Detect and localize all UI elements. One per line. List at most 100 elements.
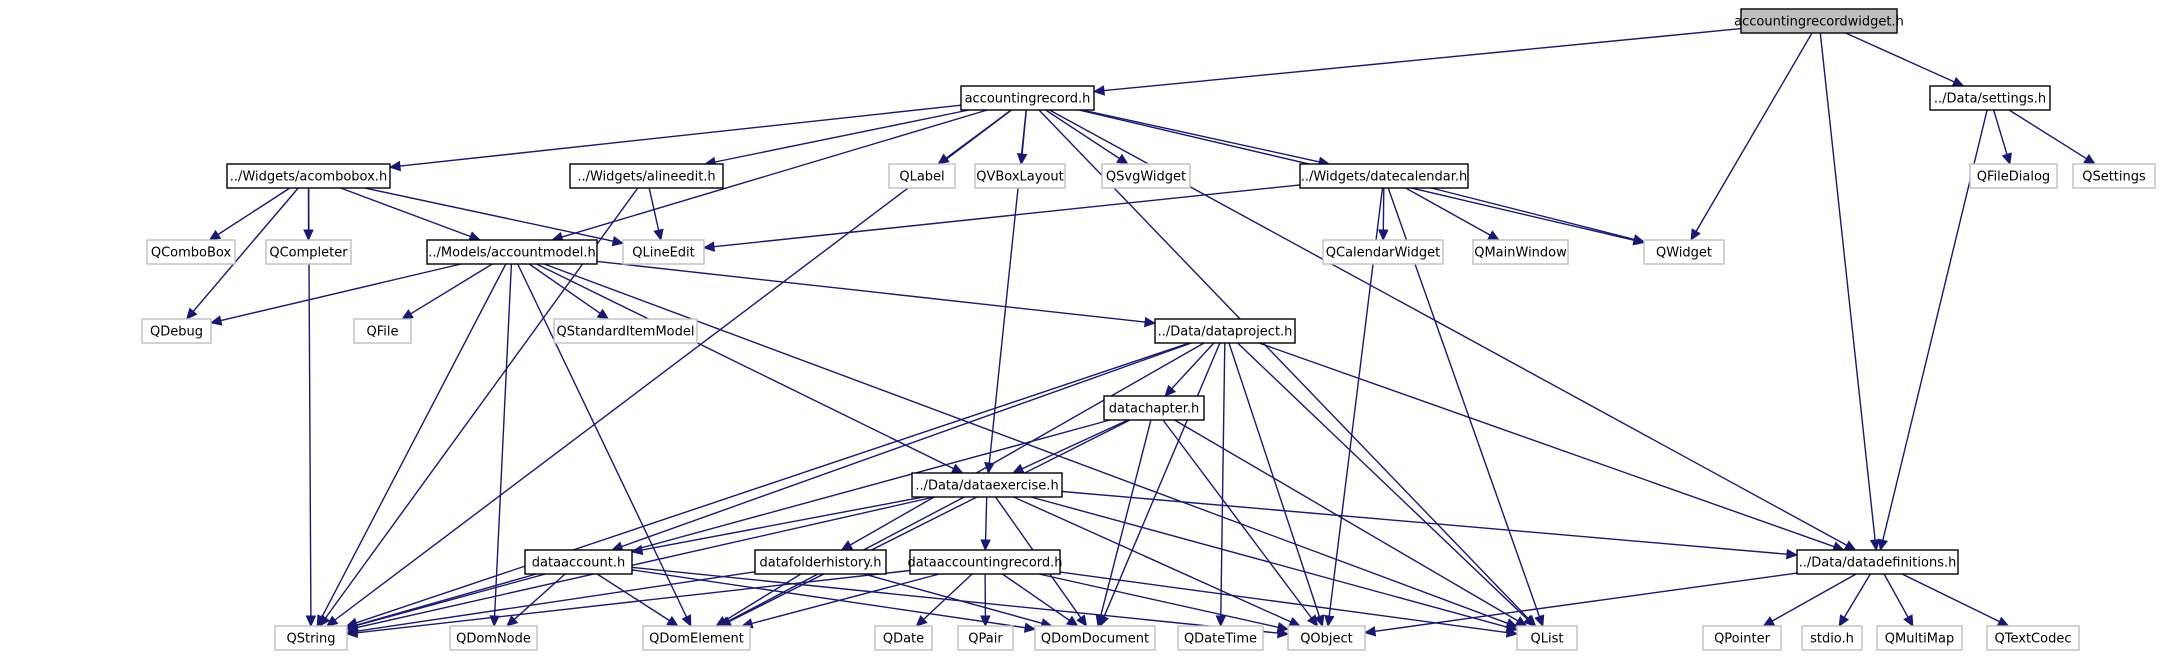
node-qpointer: QPointer bbox=[1702, 625, 1782, 651]
edge-data_dataproject_h-to-qobject bbox=[1228, 342, 1325, 628]
node-label: QPair bbox=[968, 632, 1003, 647]
edge-accountingrecordwidget_h-to-data_settings_h bbox=[1845, 32, 1965, 87]
edge-accountingrecordwidget_h-to-qwidget bbox=[1690, 32, 1813, 242]
node-label: accountingrecord.h bbox=[965, 92, 1091, 107]
node-label: QStandardItemModel bbox=[557, 325, 695, 340]
edge-dataaccount_h-to-qdomdocument bbox=[631, 569, 1037, 633]
node-label: QSettings bbox=[2082, 170, 2146, 185]
node-widgets-alineedit-h[interactable]: ../Widgets/alineedit.h bbox=[569, 163, 724, 189]
edge-accountingrecord_h-to-qstring bbox=[325, 109, 1013, 627]
edge-datafolderhistory_h-to-qdomelement bbox=[715, 573, 802, 627]
edge-widgets_datecalendar_h-to-qwidget bbox=[1431, 187, 1646, 245]
edge-dataaccountingrecord_h-to-qdomdocument bbox=[1002, 573, 1079, 627]
node-stdio-h: stdio.h bbox=[1801, 625, 1863, 651]
node-datachapter-h[interactable]: datachapter.h bbox=[1103, 395, 1205, 421]
node-qfiledialog: QFileDialog bbox=[1969, 163, 2058, 189]
node-qcombobox: QComboBox bbox=[146, 239, 236, 265]
node-label: stdio.h bbox=[1810, 632, 1854, 647]
node-label: QObject bbox=[1300, 632, 1353, 647]
edge-dataaccountingrecord_h-to-qdate bbox=[915, 573, 973, 627]
node-dataaccount-h[interactable]: dataaccount.h bbox=[524, 549, 633, 575]
node-qdatetime: QDateTime bbox=[1177, 625, 1264, 651]
edge-dataaccountingrecord_h-to-qlist bbox=[1059, 571, 1519, 638]
node-label: QDebug bbox=[150, 325, 203, 340]
node-label: QFile bbox=[367, 325, 399, 340]
edge-widgets_acombobox_h-to-qlineedit bbox=[364, 187, 625, 247]
edge-dataaccount_h-to-qdomelement bbox=[596, 573, 679, 627]
node-label: QLabel bbox=[899, 170, 944, 185]
node-label: datafolderhistory.h bbox=[759, 556, 881, 571]
node-label: dataaccount.h bbox=[532, 556, 625, 571]
edge-accountingrecord_h-to-widgets_acombobox_h bbox=[388, 104, 962, 172]
node-qcalendarwidget: QCalendarWidget bbox=[1322, 239, 1444, 265]
node-accountingrecord-h[interactable]: accountingrecord.h bbox=[960, 85, 1095, 111]
edge-data_dataproject_h-to-datachapter_h bbox=[1164, 342, 1215, 397]
node-label: QWidget bbox=[1656, 246, 1712, 261]
node-qfile: QFile bbox=[353, 318, 412, 344]
node-label: ../Widgets/alineedit.h bbox=[577, 170, 715, 185]
edge-dataaccountingrecord_h-to-qobject bbox=[1038, 573, 1290, 633]
node-label: ../Data/dataexercise.h bbox=[915, 479, 1058, 494]
node-label: QLineEdit bbox=[632, 246, 695, 261]
node-label: ../Data/settings.h bbox=[1934, 92, 2046, 107]
edge-models_accountmodel_h-to-qfile bbox=[401, 263, 493, 320]
edge-data_dataexercise_h-to-dataaccount_h bbox=[630, 496, 924, 556]
edge-data_datadefinitions_h-to-qobject bbox=[1363, 572, 1798, 637]
node-qvboxlayout: QVBoxLayout bbox=[974, 163, 1066, 189]
edge-datachapter_h-to-data_dataexercise_h bbox=[1011, 419, 1129, 474]
node-qdomelement: QDomElement bbox=[642, 625, 751, 651]
edge-data_settings_h-to-qfiledialog bbox=[1992, 109, 2012, 166]
node-label: QList bbox=[1531, 632, 1564, 647]
node-qstandarditemmodel: QStandardItemModel bbox=[553, 318, 698, 344]
edge-dataaccountingrecord_h-to-qstring bbox=[345, 569, 911, 639]
node-widgets-acombobox-h[interactable]: ../Widgets/acombobox.h bbox=[226, 163, 391, 189]
node-qsvgwidget: QSvgWidget bbox=[1101, 163, 1191, 189]
node-qmultimap: QMultiMap bbox=[1876, 625, 1963, 651]
node-models-accountmodel-h[interactable]: ../Models/accountmodel.h bbox=[426, 239, 598, 265]
edge-data_dataproject_h-to-qdatetime bbox=[1215, 342, 1227, 628]
node-label: datachapter.h bbox=[1109, 402, 1200, 417]
node-dataaccountingrecord-h[interactable]: dataaccountingrecord.h bbox=[907, 549, 1063, 575]
node-label: QFileDialog bbox=[1977, 170, 2050, 185]
node-label: QDomNode bbox=[456, 632, 531, 647]
node-qlist: QList bbox=[1516, 625, 1578, 651]
edge-data_datadefinitions_h-to-qmultimap bbox=[1883, 573, 1914, 628]
node-qdate: QDate bbox=[874, 625, 933, 651]
node-data-datadefinitions-h[interactable]: ../Data/datadefinitions.h bbox=[1796, 549, 1959, 575]
node-label: QTextCodec bbox=[1995, 632, 2072, 647]
node-label: QCompleter bbox=[269, 246, 348, 261]
node-label: ../Widgets/acombobox.h bbox=[230, 170, 387, 185]
node-label: QMainWindow bbox=[1474, 246, 1567, 261]
edge-widgets_acombobox_h-to-qdebug bbox=[185, 187, 299, 320]
node-label: QSvgWidget bbox=[1106, 170, 1186, 185]
node-datafolderhistory-h[interactable]: datafolderhistory.h bbox=[754, 549, 887, 575]
edge-accountingrecord_h-to-qsvgwidget bbox=[1045, 109, 1129, 165]
node-label: ../Data/datadefinitions.h bbox=[1799, 556, 1957, 571]
node-data-dataproject-h[interactable]: ../Data/dataproject.h bbox=[1154, 318, 1296, 344]
edge-widgets_alineedit_h-to-qlineedit bbox=[648, 187, 664, 242]
node-qwidget: QWidget bbox=[1643, 239, 1725, 265]
edge-accountingrecordwidget_h-to-data_datadefinitions_h bbox=[1819, 32, 1881, 552]
node-widgets-datecalendar-h[interactable]: ../Widgets/datecalendar.h bbox=[1299, 163, 1469, 189]
node-qdomnode: QDomNode bbox=[449, 625, 538, 651]
edge-data_settings_h-to-qsettings bbox=[2008, 109, 2096, 165]
edge-datachapter_h-to-qobject bbox=[1162, 419, 1319, 627]
node-qobject: QObject bbox=[1287, 625, 1366, 651]
edge-models_accountmodel_h-to-data_dataproject_h bbox=[596, 260, 1157, 328]
node-qsettings: QSettings bbox=[2072, 163, 2156, 189]
node-qtextcodec: QTextCodec bbox=[1986, 625, 2080, 651]
dependency-edges bbox=[185, 27, 2096, 639]
edge-models_accountmodel_h-to-qdomelement bbox=[517, 263, 692, 628]
node-qstring: QString bbox=[274, 625, 348, 651]
edge-models_accountmodel_h-to-qstandarditemmodel bbox=[528, 263, 610, 320]
edge-dataaccount_h-to-qdomnode bbox=[505, 573, 566, 627]
node-data-settings-h[interactable]: ../Data/settings.h bbox=[1929, 85, 2051, 111]
node-label: QComboBox bbox=[151, 246, 232, 261]
node-data-dataexercise-h[interactable]: ../Data/dataexercise.h bbox=[911, 472, 1063, 498]
edge-datachapter_h-to-qdomdocument bbox=[1095, 419, 1152, 628]
node-label: QPointer bbox=[1714, 632, 1771, 647]
node-accountingrecordwidget-h[interactable]: accountingrecordwidget.h bbox=[1734, 8, 1904, 34]
node-label: QDomDocument bbox=[1041, 632, 1149, 647]
node-label: dataaccountingrecord.h bbox=[907, 556, 1062, 571]
